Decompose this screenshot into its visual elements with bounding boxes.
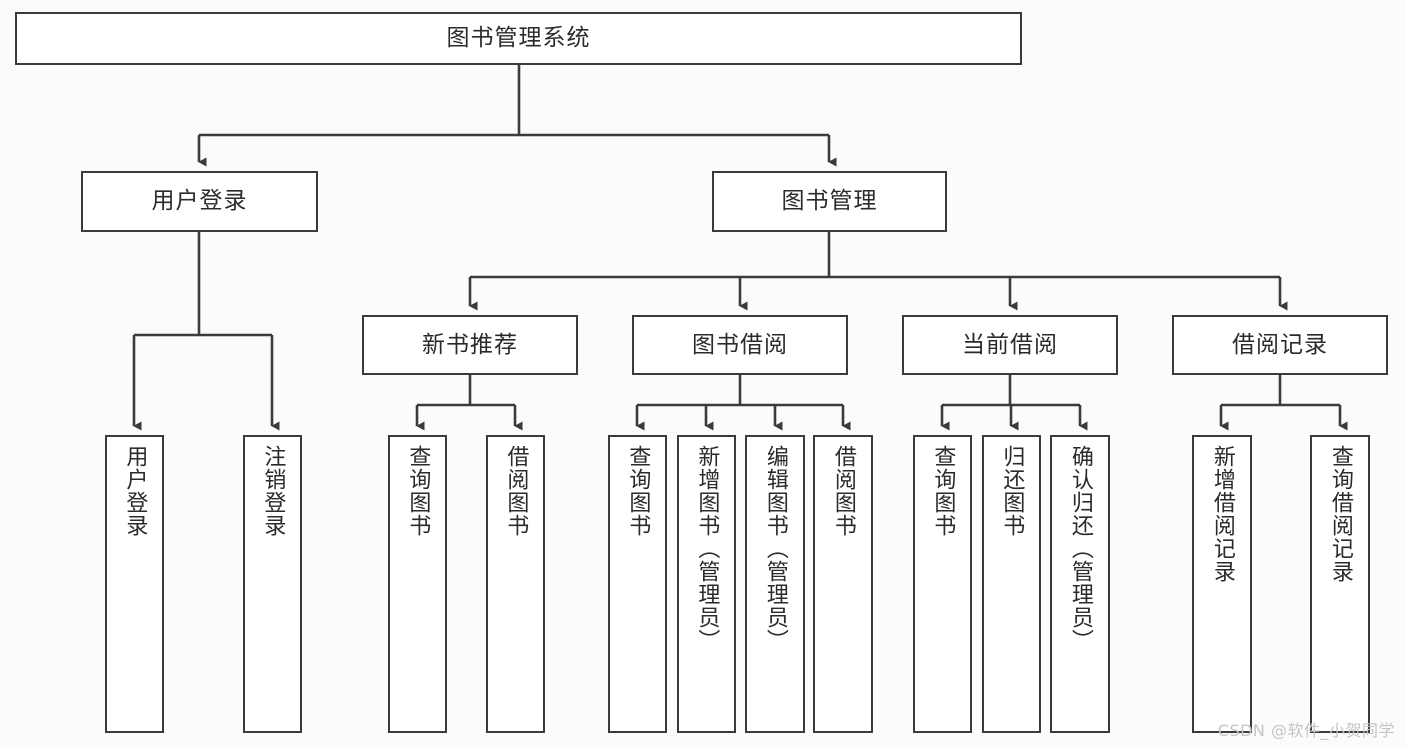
node-label: 图书管理 [781, 188, 878, 215]
node-leaf-query-book-recommend[interactable]: 查询图书 [388, 435, 447, 733]
node-label: 当前借阅 [962, 331, 1058, 358]
node-label-vertical: 新增图书（管理员） [694, 445, 720, 652]
node-leaf-add-book-admin[interactable]: 新增图书（管理员） [677, 435, 736, 733]
node-label-vertical: 确认归还（管理员） [1067, 445, 1093, 652]
node-leaf-confirm-return-admin[interactable]: 确认归还（管理员） [1050, 435, 1110, 733]
node-leaf-edit-book-admin[interactable]: 编辑图书（管理员） [745, 435, 805, 733]
node-new-book-recommend[interactable]: 新书推荐 [362, 315, 578, 375]
node-label: 借阅记录 [1232, 331, 1328, 358]
node-book-borrow[interactable]: 图书借阅 [632, 315, 848, 375]
watermark-label: CSDN @软件_小贺同学 [1217, 721, 1395, 740]
node-label: 新书推荐 [422, 331, 518, 358]
node-root-system[interactable]: 图书管理系统 [15, 12, 1022, 65]
node-leaf-borrow-book[interactable]: 借阅图书 [813, 435, 873, 733]
node-label-vertical: 归还图书 [999, 445, 1025, 537]
node-label-vertical: 新增借阅记录 [1209, 445, 1235, 583]
node-leaf-query-borrow-record[interactable]: 查询借阅记录 [1310, 435, 1370, 733]
node-label-vertical: 查询图书 [625, 445, 651, 537]
node-leaf-user-login[interactable]: 用户登录 [105, 435, 164, 733]
node-label-vertical: 借阅图书 [503, 445, 529, 537]
node-leaf-query-book-borrow[interactable]: 查询图书 [608, 435, 667, 733]
node-label: 用户登录 [151, 188, 248, 215]
node-label-vertical: 注销登录 [260, 445, 286, 537]
node-label-vertical: 用户登录 [122, 445, 148, 537]
node-label-vertical: 查询图书 [405, 445, 431, 537]
node-label-vertical: 查询借阅记录 [1327, 445, 1353, 583]
node-leaf-logout-login[interactable]: 注销登录 [243, 435, 302, 733]
node-leaf-borrow-book-recommend[interactable]: 借阅图书 [486, 435, 545, 733]
node-current-borrow[interactable]: 当前借阅 [902, 315, 1118, 375]
node-leaf-add-borrow-record[interactable]: 新增借阅记录 [1192, 435, 1252, 733]
node-leaf-return-book[interactable]: 归还图书 [982, 435, 1041, 733]
node-user-login[interactable]: 用户登录 [81, 171, 318, 232]
node-leaf-query-book-current[interactable]: 查询图书 [913, 435, 972, 733]
node-borrow-record[interactable]: 借阅记录 [1172, 315, 1388, 375]
node-book-manage[interactable]: 图书管理 [712, 171, 947, 232]
node-label: 图书借阅 [692, 331, 788, 358]
node-label-vertical: 借阅图书 [830, 445, 856, 537]
node-label-vertical: 查询图书 [930, 445, 956, 537]
node-label-vertical: 编辑图书（管理员） [762, 445, 788, 652]
node-label: 图书管理系统 [446, 25, 591, 52]
